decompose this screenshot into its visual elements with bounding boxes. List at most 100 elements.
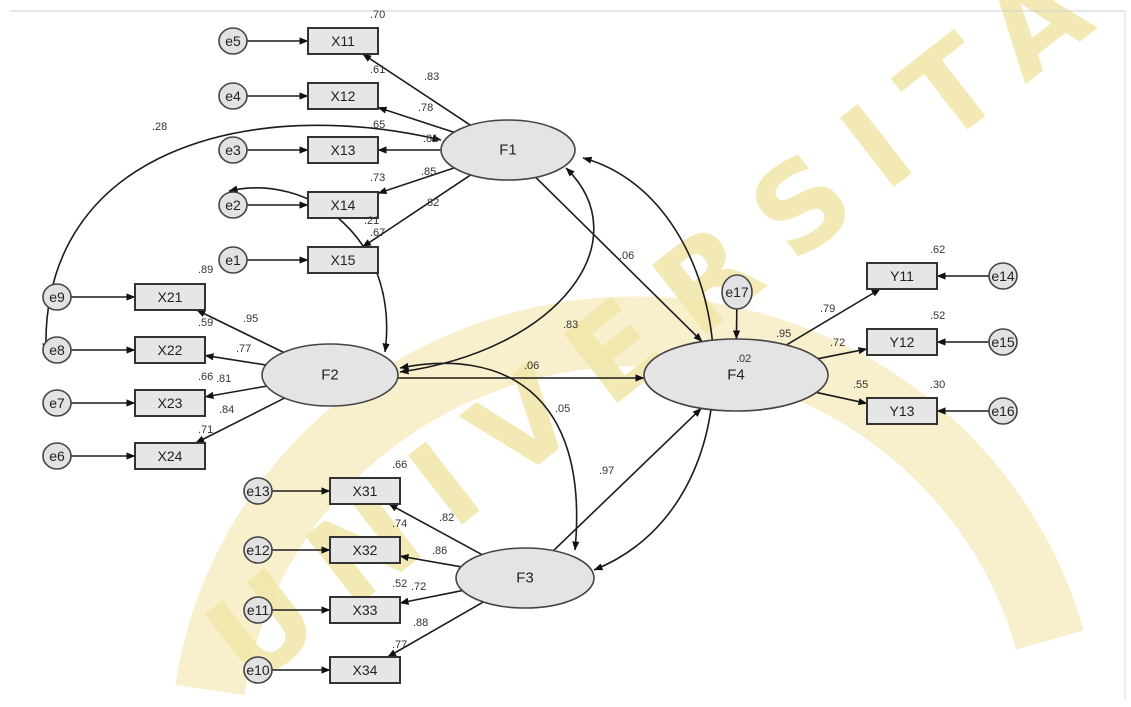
r2-x31: .66 [392, 459, 407, 471]
indicator-x21: X21 [134, 283, 206, 311]
loading-path-x23 [204, 385, 267, 399]
error-label: e9 [49, 289, 65, 305]
indicator-x31: X31 [329, 477, 401, 505]
loading-x24: .84 [219, 404, 234, 416]
error-label: e16 [991, 403, 1015, 419]
loading-x21: .95 [243, 313, 258, 325]
loading-path-x32 [399, 554, 462, 568]
path-coef-f2-f4: .06 [524, 360, 539, 372]
r2-x12: .61 [370, 64, 385, 76]
indicator-label: X34 [353, 662, 378, 678]
error-term-e14: e14 [988, 262, 1018, 290]
indicator-x24: X24 [134, 442, 206, 470]
r2-x21: .89 [198, 264, 213, 276]
latent-f4: F4 [643, 338, 829, 412]
latent-f2: F2 [261, 343, 399, 407]
covariance-f2-f3 [399, 362, 580, 551]
error-label: e13 [246, 483, 270, 499]
loading-x14: .85 [421, 166, 436, 178]
loading-path-x34 [387, 601, 484, 658]
indicator-y12: Y12 [866, 328, 938, 356]
latent-label: F2 [321, 367, 339, 384]
r2-x13: .65 [370, 119, 385, 131]
error-term-e1: e1 [218, 246, 248, 274]
indicator-label: Y13 [890, 403, 915, 419]
error-term-e12: e12 [243, 536, 273, 564]
indicator-label: X14 [331, 197, 356, 213]
indicator-y11: Y11 [866, 262, 938, 290]
latent-label: F1 [499, 142, 517, 159]
indicator-x11: X11 [307, 27, 379, 55]
loading-path-x33 [399, 589, 463, 605]
error-term-e7: e7 [42, 389, 72, 417]
indicator-label: X23 [158, 395, 183, 411]
error-term-e8: e8 [42, 336, 72, 364]
error-label: e5 [225, 33, 241, 49]
loading-path-y13 [816, 391, 868, 406]
indicator-label: X15 [331, 252, 356, 268]
error-label: e8 [49, 342, 65, 358]
indicator-x15: X15 [307, 246, 379, 274]
covariance-value-f1-f2: .83 [563, 319, 578, 331]
indicator-y13: Y13 [866, 397, 938, 425]
error-term-e9: e9 [42, 283, 72, 311]
error-label: e12 [246, 542, 270, 558]
indicator-x32: X32 [329, 536, 401, 564]
r2-x15: .67 [370, 227, 385, 239]
indicator-label: Y11 [890, 268, 914, 284]
indicator-x12: X12 [307, 82, 379, 110]
latent-label: F4 [727, 367, 745, 384]
disturbance-e17: e17 [721, 274, 753, 310]
error-term-e5: e5 [218, 27, 248, 55]
error-term-e2: e2 [218, 191, 248, 219]
latent-f1: F1 [440, 119, 576, 181]
loading-x33: .72 [411, 581, 426, 593]
r2-x33: .52 [392, 578, 407, 590]
loading-x31: .82 [439, 512, 454, 524]
indicator-label: X13 [331, 142, 356, 158]
covariance-value-e2-f2: .21 [364, 215, 379, 227]
indicator-label: X31 [353, 483, 378, 499]
r2-x32: .74 [392, 518, 407, 530]
error-label: e10 [246, 662, 270, 678]
indicator-x34: X34 [329, 656, 401, 684]
r2-x34: .77 [392, 639, 407, 651]
loading-path-x14 [377, 167, 455, 195]
loading-x15: .82 [424, 197, 439, 209]
numbers-layer: .70.83.61.78.65.81.73.85.67.82.89.95.59.… [152, 9, 945, 651]
error-label: e6 [49, 448, 65, 464]
loading-path-x24 [195, 397, 285, 444]
loading-x22: .77 [236, 343, 251, 355]
latent-f3: F3 [455, 547, 595, 609]
loading-path-x11 [362, 53, 471, 126]
indicator-x13: X13 [307, 136, 379, 164]
error-term-e13: e13 [243, 477, 273, 505]
indicator-label: X22 [158, 342, 183, 358]
loading-y13: .55 [853, 379, 868, 391]
error-term-e4: e4 [218, 82, 248, 110]
error-term-e10: e10 [243, 656, 273, 684]
error-term-e16: e16 [988, 397, 1018, 425]
error-label: e4 [225, 88, 241, 104]
loading-path-x12 [377, 106, 455, 134]
indicator-label: Y12 [890, 334, 915, 350]
error-term-e15: e15 [988, 328, 1018, 356]
r2-y13: .30 [930, 379, 945, 391]
r2-x23: .66 [198, 371, 213, 383]
path-coef-f3-f4: .97 [599, 465, 614, 477]
error-label: e3 [225, 142, 241, 158]
indicator-x22: X22 [134, 336, 206, 364]
indicator-label: X11 [331, 33, 355, 49]
covariance-f1-e8 [42, 124, 442, 353]
loading-x13: .81 [423, 133, 438, 145]
indicator-x14: X14 [307, 191, 379, 219]
loading-x12: .78 [418, 102, 433, 114]
loading-x32: .86 [432, 545, 447, 557]
covariance-value-f2-f3: .05 [555, 403, 570, 415]
loading-path-y12 [817, 347, 868, 360]
indicator-x23: X23 [134, 389, 206, 417]
loading-path-x22 [204, 353, 266, 366]
error-label: e7 [49, 395, 65, 411]
